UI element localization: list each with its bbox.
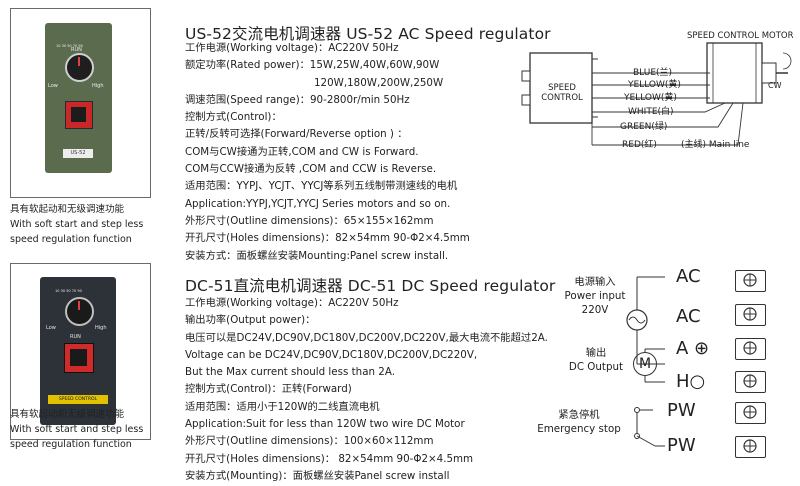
speed-control-motor — [706, 42, 763, 104]
us52-product-photo: RUN 10 30 50 70 90 Low High US-52 — [10, 8, 151, 198]
terminal-label-pw: PW — [667, 435, 696, 456]
spec-line: 电压可以是DC24V,DC90V,DC180V,DC200V,DC220V,最大… — [185, 331, 548, 344]
spec-line: 安装方式(Mounting)：面板螺丝安装Panel screw install — [185, 469, 450, 482]
us52-run-label: RUN — [71, 47, 82, 53]
spec-line: 适用范围：YYPJ、YCJT、YYCJ等系列五线制带测速线的电机 — [185, 180, 458, 193]
speed-control-label: SPEED CONTROL — [541, 83, 583, 103]
dc51-bottom-label: SPEED CONTROL — [48, 395, 108, 404]
dc51-spec-list: 工作电源(Working voltage)：AC220V 50Hz 输出功率(O… — [185, 295, 548, 485]
us52-title: US-52交流电机调速器 US-52 AC Speed regulator — [185, 25, 551, 43]
terminal-label-a: A ⊕ — [676, 338, 710, 359]
us52-device-body: RUN 10 30 50 70 90 Low High US-52 — [45, 23, 112, 173]
main-line-label: (主线) Main line — [681, 140, 750, 150]
us52-wiring-diagram: SPEED CONTROL MOTOR SPEED CONTROL BLUE(兰… — [500, 25, 800, 165]
us52-model-plate: US-52 — [63, 149, 93, 158]
dc51-dial-scale: 10 30 50 70 90 — [55, 289, 82, 293]
terminal-block — [735, 304, 766, 326]
wire-yellow-label: YELLOW(黄) — [628, 80, 681, 90]
us52-speed-knob — [65, 53, 94, 82]
spec-line: 120W,180W,200W,250W — [314, 76, 444, 89]
terminal-block — [735, 371, 766, 393]
spec-line: 外形尺寸(Outline dimensions)：65×155×162mm — [185, 214, 434, 227]
us52-power-switch — [65, 101, 93, 129]
power-input-caption: 电源输入 Power input 220V — [564, 276, 626, 316]
us52-wiring-lines — [521, 42, 792, 146]
spec-line: Application:Suit for less than 120W two … — [185, 418, 465, 431]
motor-symbol: M — [633, 352, 657, 376]
terminal-block — [735, 270, 766, 292]
dc51-feature-caption: 具有软起动和无级调速功能 With soft start and step le… — [10, 409, 144, 450]
terminal-block — [735, 338, 766, 360]
spec-line: 控制方式(Control)：正转(Forward) — [185, 383, 352, 396]
spec-line: 外形尺寸(Outline dimensions)：100×60×112mm — [185, 435, 434, 448]
us52-dial-scale: 10 30 50 70 90 — [56, 44, 83, 48]
motor-title: SPEED CONTROL MOTOR — [687, 31, 794, 41]
spec-line: 工作电源(Working voltage)：AC220V 50Hz — [185, 297, 399, 309]
terminal-block — [735, 436, 766, 458]
spec-line: But the Max current should less than 2A. — [185, 366, 395, 379]
wire-white-label: WHITE(白) — [628, 107, 674, 117]
cw-label: CW — [768, 81, 782, 90]
spec-line: COM与CW接通为正转,COM and CW is Forward. — [185, 145, 419, 158]
dc51-wiring-diagram: M AC AC A ⊕ H○ PW PW 电源输入 Power input — [525, 260, 800, 484]
spec-line: 输出功率(Output power)： — [185, 314, 316, 327]
wire-green-label: GREEN(绿) — [620, 122, 668, 132]
speed-control-box — [529, 52, 593, 124]
spec-line: 控制方式(Control)： — [185, 111, 282, 124]
dc-output-caption: 输出 DC Output — [568, 347, 624, 373]
terminal-label-h: H○ — [676, 371, 706, 392]
spec-line: 安装方式：面板螺丝安装Mounting:Panel screw install. — [185, 249, 449, 262]
spec-line: 开孔尺寸(Holes dimensions)：82×54mm 90-Φ2×4.5… — [185, 232, 470, 245]
spec-line: COM与CCW接通为反转 ,COM and CCW is Reverse. — [185, 163, 437, 176]
terminal-label-ac: AC — [676, 266, 701, 287]
dc51-device-body: 10 30 50 70 90 Low High RUN SPEED CONTRO… — [40, 277, 116, 425]
emergency-stop-caption: 紧急停机 Emergency stop — [537, 409, 621, 435]
spec-line: 正转/反转可选择(Forward/Reverse option ) ： — [185, 128, 408, 141]
dc51-run-label: RUN — [70, 334, 81, 340]
terminal-block — [735, 402, 766, 424]
spec-line: 适用范围：适用小于120W的二线直流电机 — [185, 400, 380, 413]
us52-spec-list: 工作电源(Working voltage)：AC220V 50Hz 额定功率(R… — [185, 40, 470, 265]
dc51-section: 10 30 50 70 90 Low High RUN SPEED CONTRO… — [0, 255, 800, 486]
us52-section: RUN 10 30 50 70 90 Low High US-52 具有软起动和… — [10, 8, 800, 262]
dc51-low-label: Low — [46, 325, 56, 331]
spec-line: Application:YYPJ,YCJT,YYCJ Series motors… — [185, 197, 451, 210]
us52-feature-caption: 具有软起动和无级调速功能 With soft start and step le… — [10, 204, 144, 245]
dc51-power-switch — [64, 343, 94, 373]
spec-line: Voltage can be DC24V,DC90V,DC180V,DC200V… — [185, 348, 478, 361]
dc51-high-label: High — [95, 325, 107, 331]
spec-line: 开孔尺寸(Holes dimensions)： 82×54mm 90-Φ2×4.… — [185, 452, 474, 465]
spec-line: 工作电源(Working voltage)：AC220V 50Hz — [185, 42, 399, 54]
terminal-label-ac: AC — [676, 306, 701, 327]
dc51-speed-knob — [65, 297, 94, 326]
us52-high-label: High — [92, 83, 104, 89]
terminal-label-pw: PW — [667, 400, 696, 421]
us52-low-label: Low — [48, 83, 58, 89]
dc51-title: DC-51直流电机调速器 DC-51 DC Speed regulator — [185, 277, 556, 295]
spec-line: 调速范围(Speed range)：90-2800r/min 50Hz — [185, 93, 410, 106]
dc51-product-photo: 10 30 50 70 90 Low High RUN SPEED CONTRO… — [10, 263, 151, 440]
wire-yellow-label: YELLOW(黄) — [624, 93, 677, 103]
wire-red-label: RED(红) — [622, 140, 657, 150]
wire-blue-label: BLUE(兰) — [633, 68, 673, 78]
spec-line: 额定功率(Rated power)：15W,25W,40W,60W,90W — [185, 59, 440, 72]
